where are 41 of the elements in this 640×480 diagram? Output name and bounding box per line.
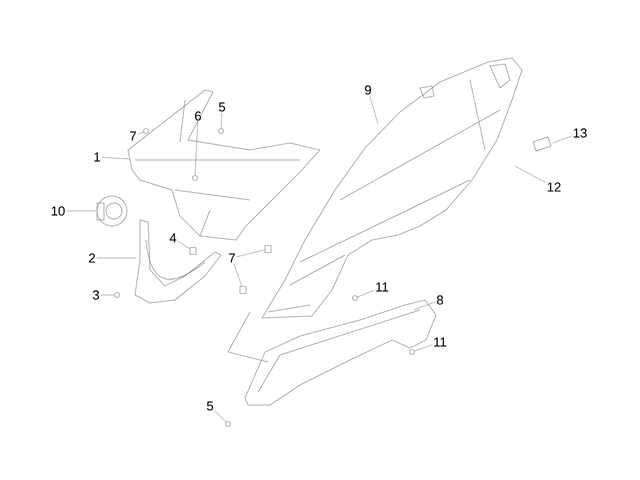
leader-line [138,132,144,134]
leader-line [234,263,242,286]
callout-number: 11 [434,338,446,346]
callout-number: 9 [365,85,371,95]
callout-number: 8 [436,295,444,305]
callout-number: 7 [130,132,136,140]
screw [225,421,231,427]
clip [240,286,246,294]
leader-line [178,240,190,250]
callout-number: 4 [170,234,176,242]
leader-line [370,96,378,124]
front-panel-drawing [128,90,320,240]
screw [218,128,224,134]
leader-line [100,294,114,296]
clip [190,247,196,255]
leader-line [414,302,436,310]
callout-number: 3 [92,290,100,300]
leader-line [214,410,226,422]
callout-number: 5 [206,401,214,411]
leader-line [236,250,265,257]
callout-number: 7 [229,254,235,262]
screw [114,292,120,298]
leader-line [552,136,572,144]
clip [264,245,272,253]
callout-number: 13 [574,128,587,138]
leader-line [357,290,374,298]
leader-line [102,157,130,160]
leader-line [66,210,96,212]
leader-line [220,112,222,128]
callout-number: 2 [89,253,95,263]
callout-number: 5 [218,102,226,112]
callout-number: 12 [548,182,561,192]
leader-line [414,344,432,352]
callout-number: 10 [52,206,65,216]
screw [352,295,358,301]
callout-number: 11 [376,282,388,292]
callout-number: 1 [94,152,100,162]
screw [143,128,149,134]
leader-line [194,122,198,176]
leader-line [514,166,546,183]
screw [409,349,415,355]
